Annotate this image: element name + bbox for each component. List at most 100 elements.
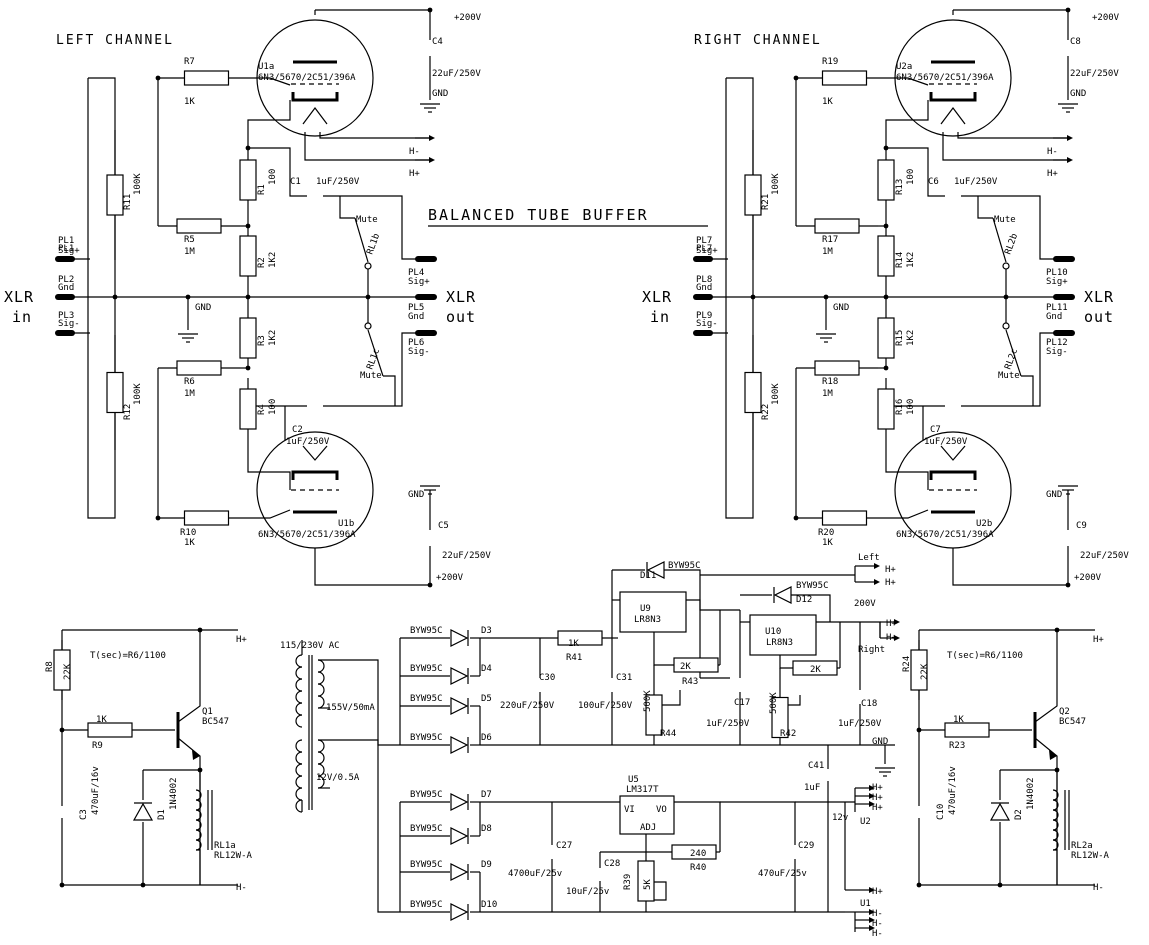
res-ref: R39	[623, 874, 633, 890]
gnd-label: GND	[195, 303, 211, 313]
gnd-label: Gnd	[696, 283, 712, 293]
res-val: 100K	[133, 173, 143, 195]
junction-dot	[1054, 627, 1060, 633]
res-val: 1K2	[268, 330, 278, 346]
res-ref: R41	[566, 653, 582, 663]
diode-val: 1N4002	[1026, 777, 1036, 810]
cap-ref: C27	[556, 841, 572, 851]
resistor-r19	[821, 70, 868, 86]
res-ref: R7	[184, 57, 195, 67]
diode-d2	[989, 802, 1011, 821]
rail-label: H+	[1047, 169, 1058, 179]
wire	[860, 621, 881, 638]
resistor-r12	[106, 371, 124, 414]
relay-ref: RL2a	[1071, 841, 1093, 851]
wire	[663, 569, 701, 600]
cap-ref: C2	[292, 425, 303, 435]
res-ref: R4	[257, 404, 267, 415]
res-ref: R10	[180, 528, 196, 538]
cap-ref: C41	[808, 761, 824, 771]
wire	[383, 375, 396, 406]
transformer-coil	[295, 799, 303, 813]
capacitor-c1	[309, 184, 321, 208]
diode-type: BYW95C	[410, 694, 443, 704]
wire	[893, 509, 929, 519]
tsec-label: T(sec)=R6/1100	[947, 651, 1023, 661]
res-val: 500K	[643, 690, 653, 712]
transformer-coil	[295, 775, 303, 789]
wire	[1034, 737, 1058, 885]
wire	[885, 440, 929, 490]
tube-heater	[940, 445, 966, 461]
wire	[1005, 329, 1022, 377]
arrow-head	[894, 619, 900, 625]
res-ref: R15	[895, 330, 905, 346]
capacitor-c27	[540, 847, 564, 859]
res-val: 1M	[822, 247, 833, 257]
res-ref: R3	[257, 335, 267, 346]
rail-label: H+	[236, 635, 247, 645]
res-ref: R18	[822, 377, 838, 387]
rail-label: H+	[885, 578, 896, 588]
diode-val: 1N4002	[169, 777, 179, 810]
resistor-r15	[877, 317, 895, 359]
diode-ref: D2	[1014, 809, 1024, 820]
reg-val: LR8N3	[634, 615, 661, 625]
cap-val: 1uF/250V	[286, 437, 330, 447]
pl-label: PL5	[408, 303, 424, 313]
rail-label: H+	[872, 803, 883, 813]
pl-label: PL1	[58, 236, 74, 246]
pl-label: PL2	[58, 275, 74, 285]
res-ref: R24	[902, 656, 912, 672]
res-ref: R6	[184, 377, 195, 387]
rail-label: H-	[1093, 883, 1104, 893]
diode-type: BYW95C	[410, 664, 443, 674]
res-ref: R23	[949, 741, 965, 751]
rail-label: H+	[872, 793, 883, 803]
wire	[196, 849, 201, 885]
capacitor-c18	[848, 692, 872, 704]
left-label: Left	[858, 553, 880, 563]
resistor-r21	[744, 174, 762, 216]
diode-d8	[450, 827, 469, 845]
tube-u2a	[894, 19, 1012, 137]
capacitor-c7	[947, 394, 959, 418]
cap-val: 4700uF/25v	[508, 869, 562, 879]
cap-val: 470uF/25v	[758, 869, 807, 879]
diode-d5	[450, 697, 469, 715]
capacitor-c6	[947, 184, 959, 208]
sig-label: Sig+	[58, 246, 80, 256]
junction-dot	[916, 882, 922, 888]
junction-dot	[823, 294, 829, 300]
resistor-r49	[792, 660, 838, 676]
pl-label: PL11	[1046, 303, 1068, 313]
rail-label: U2	[860, 817, 871, 827]
diode-ref: D6	[481, 733, 492, 743]
junction-dot	[245, 365, 251, 371]
cap-val: 1uF/250V	[706, 719, 750, 729]
res-ref: R8	[45, 661, 55, 672]
regulator-u9	[619, 591, 687, 633]
tube-u2b	[894, 431, 1012, 549]
res-val: 100	[906, 169, 916, 185]
wire	[957, 132, 1068, 139]
transformer-coil	[317, 775, 325, 789]
res-val: 1K2	[268, 252, 278, 268]
capacitor-c2	[309, 394, 321, 418]
resistor-r4	[239, 388, 257, 430]
arrow-head	[869, 793, 875, 799]
transformer-coil	[317, 659, 325, 673]
gnd-label: GND	[432, 89, 448, 99]
left-channel-title: LEFT CHANNEL	[56, 33, 174, 48]
contact-circle	[1002, 262, 1010, 270]
junction-dot	[112, 294, 118, 300]
res-val: 1K	[184, 97, 195, 107]
res-val: 1K2	[906, 330, 916, 346]
resistor-r9	[87, 722, 133, 738]
diode-ref: D4	[481, 664, 492, 674]
resistor-r24	[910, 649, 928, 691]
wire	[247, 100, 291, 150]
cap-val: 1uF/250V	[316, 177, 360, 187]
junction-dot	[750, 294, 756, 300]
wire	[961, 332, 1056, 407]
